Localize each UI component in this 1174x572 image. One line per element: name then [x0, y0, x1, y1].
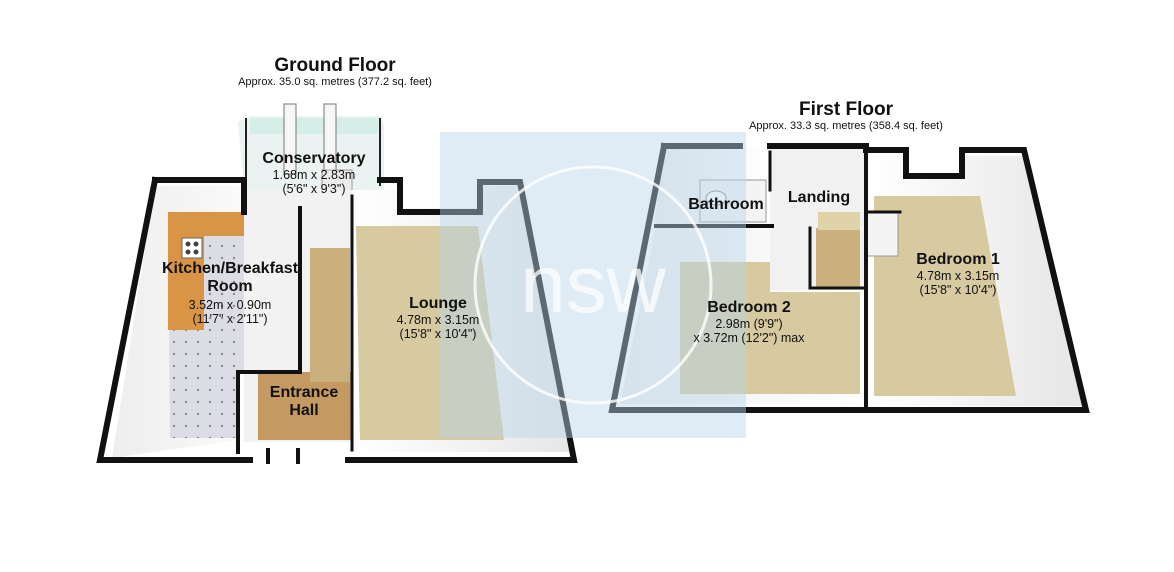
room-dimension: (11'7" x 2'11"): [192, 311, 268, 326]
room-dimension: (15'8" x 10'4"): [919, 282, 997, 297]
room-dimension: x 3.72m (12'2") max: [693, 330, 805, 345]
ground-floor-heading: Ground Floor Approx. 35.0 sq. metres (37…: [205, 55, 465, 89]
room-label-bedroom-2: Bedroom 2 2.98m (9'9") x 3.72m (12'2") m…: [664, 299, 834, 345]
room-label-lounge: Lounge 4.78m x 3.15m (15'8" x 10'4"): [376, 295, 500, 341]
bedroom-1-area: [865, 156, 1082, 406]
room-label-kitchen: Kitchen/Breakfast Room 3.52m x 0.90m (11…: [140, 260, 320, 326]
room-label-landing: Landing: [774, 189, 864, 207]
room-name: Kitchen/Breakfast Room: [161, 260, 299, 295]
ground-floor-plan: [96, 103, 578, 464]
bathroom-area: [654, 146, 770, 226]
first-floor-heading: First Floor Approx. 33.3 sq. metres (358…: [716, 99, 976, 133]
first-floor-area: Approx. 33.3 sq. metres (358.4 sq. feet): [749, 120, 943, 133]
room-name: Conservatory: [262, 150, 366, 167]
first-floor-plan: [608, 142, 1090, 413]
bedroom-2-area: [620, 226, 866, 404]
room-name: Bathroom: [688, 196, 764, 213]
room-name: Lounge: [409, 295, 467, 312]
landing-area: [770, 148, 866, 290]
room-dimension: 4.78m x 3.15m: [396, 312, 480, 327]
room-dimension: (15'8" x 10'4"): [399, 326, 477, 341]
ground-floor-area: Approx. 35.0 sq. metres (377.2 sq. feet): [238, 76, 432, 89]
room-name: Bedroom 2: [707, 299, 791, 316]
first-floor-walls: [608, 142, 1090, 413]
room-dimension: (5'6" x 9'3"): [282, 181, 346, 196]
ground-floor-title: Ground Floor: [274, 55, 396, 76]
room-dimension: 1.68m x 2.83m: [272, 167, 356, 182]
room-dimension: 4.78m x 3.15m: [916, 268, 1000, 283]
room-name: Bedroom 1: [916, 251, 1000, 268]
room-dimension: 3.52m x 0.90m: [188, 297, 272, 312]
room-label-bedroom-1: Bedroom 1 4.78m x 3.15m (15'8" x 10'4"): [900, 251, 1016, 297]
room-dimension: 2.98m (9'9"): [715, 316, 783, 331]
ground-floor-walls: [96, 176, 578, 464]
room-name: Entrance Hall: [269, 384, 339, 419]
room-label-bathroom: Bathroom: [676, 196, 776, 214]
hall-area: [244, 190, 352, 442]
watermark-logo: nsw: [440, 132, 746, 438]
room-label-conservatory: Conservatory 1.68m x 2.83m (5'6" x 9'3"): [238, 150, 390, 196]
watermark-text: nsw: [520, 239, 667, 330]
first-floor-title: First Floor: [799, 99, 893, 120]
room-label-entrance-hall: Entrance Hall: [255, 384, 353, 420]
lounge-area: [352, 186, 574, 452]
room-name: Landing: [787, 189, 851, 206]
